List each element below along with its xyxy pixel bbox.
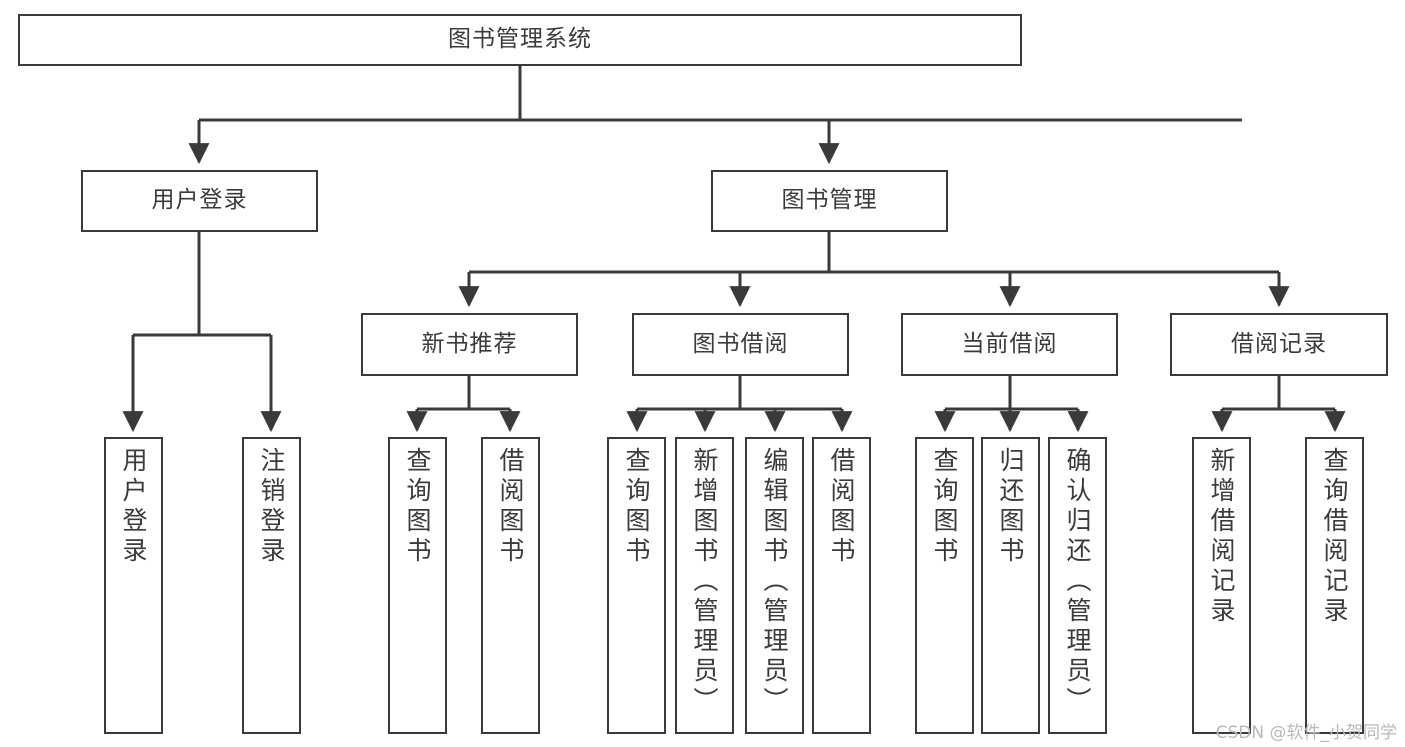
node-leaf-current-confirm-return-admin[interactable]: 确认归还（管理员）: [1048, 437, 1107, 734]
node-leaf-current-return-book[interactable]: 归还图书: [981, 437, 1040, 734]
node-label: 注销登录: [257, 447, 286, 567]
node-current-borrow[interactable]: 当前借阅: [901, 313, 1118, 376]
node-label: 图书借阅: [692, 330, 789, 357]
node-label: 当前借阅: [961, 330, 1058, 357]
node-leaf-borrow-borrow-book[interactable]: 借阅图书: [812, 437, 871, 734]
node-leaf-user-logout[interactable]: 注销登录: [242, 437, 301, 734]
node-label: 查询图书: [930, 447, 959, 567]
node-label: 确认归还（管理员）: [1063, 447, 1092, 717]
node-label: 新增图书（管理员）: [690, 447, 719, 717]
node-leaf-current-query-book[interactable]: 查询图书: [915, 437, 974, 734]
node-label: 借阅图书: [827, 447, 856, 567]
node-root-book-management-system[interactable]: 图书管理系统: [18, 14, 1022, 66]
node-label: 归还图书: [996, 447, 1025, 567]
node-label: 借阅图书: [496, 447, 525, 567]
node-leaf-borrow-edit-book-admin[interactable]: 编辑图书（管理员）: [745, 437, 804, 734]
node-user-login[interactable]: 用户登录: [81, 170, 318, 232]
node-leaf-newbook-borrow-book[interactable]: 借阅图书: [481, 437, 540, 734]
node-label: 新书推荐: [421, 330, 518, 357]
node-label: 图书管理: [781, 187, 878, 214]
node-book-management[interactable]: 图书管理: [711, 170, 948, 232]
node-new-book-recommend[interactable]: 新书推荐: [361, 313, 578, 376]
node-label: 借阅记录: [1231, 330, 1327, 357]
node-leaf-record-query-record[interactable]: 查询借阅记录: [1305, 437, 1364, 734]
node-label: 用户登录: [151, 187, 248, 214]
node-leaf-user-login[interactable]: 用户登录: [104, 437, 163, 734]
node-book-borrow[interactable]: 图书借阅: [632, 313, 849, 376]
node-label: 用户登录: [119, 447, 148, 567]
node-label: 图书管理系统: [448, 26, 592, 53]
node-leaf-record-add-record[interactable]: 新增借阅记录: [1192, 437, 1251, 734]
node-label: 查询图书: [403, 447, 432, 567]
node-leaf-borrow-query-book[interactable]: 查询图书: [607, 437, 666, 734]
node-leaf-newbook-query-book[interactable]: 查询图书: [388, 437, 447, 734]
node-leaf-borrow-add-book-admin[interactable]: 新增图书（管理员）: [675, 437, 734, 734]
node-label: 查询图书: [622, 447, 651, 567]
node-label: 新增借阅记录: [1207, 447, 1236, 627]
node-label: 查询借阅记录: [1320, 447, 1349, 627]
node-label: 编辑图书（管理员）: [760, 447, 789, 717]
node-borrow-record[interactable]: 借阅记录: [1170, 313, 1388, 376]
csdn-watermark: CSDN @软件_小贺同学: [1215, 723, 1397, 743]
